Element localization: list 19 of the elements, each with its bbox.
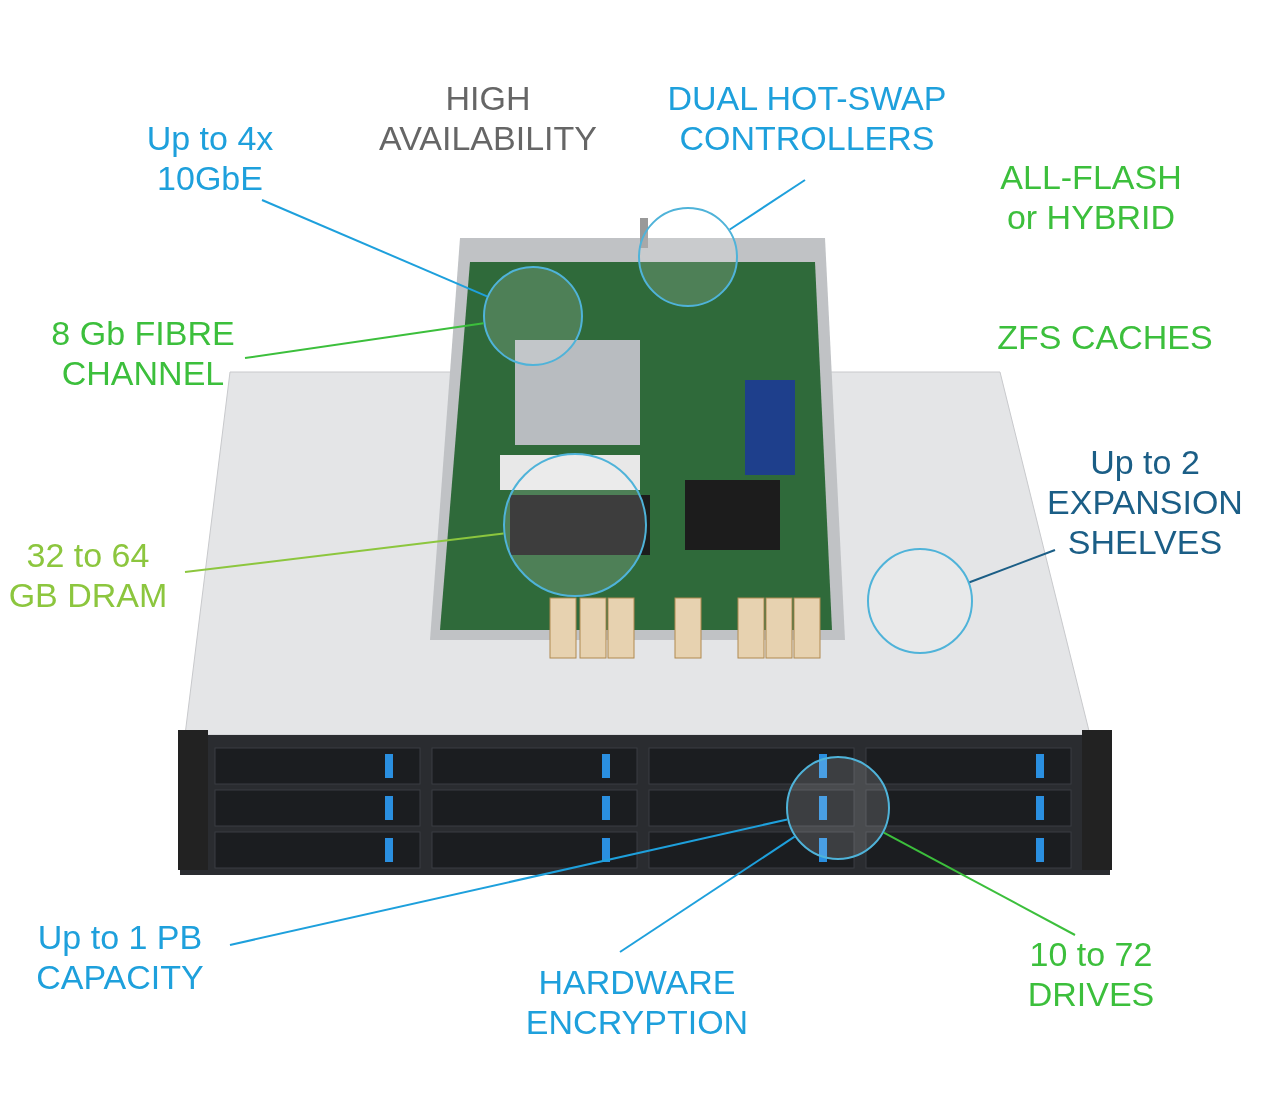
leader-line [968,549,1056,584]
callout-text: 10 to 72 DRIVES [986,934,1196,1014]
leader-line [184,532,505,573]
callout-text: Up to 1 PB CAPACITY [5,917,235,997]
callout-text: Up to 4x 10GbE [95,118,325,198]
leader-line [728,179,806,231]
callout-text: 32 to 64 GB DRAM [0,535,176,615]
feature-label: ALL-FLASH or HYBRID [999,157,1183,237]
leader-line [244,322,485,359]
feature-label: HIGH AVAILABILITY [378,78,598,158]
callout-text: Up to 2 EXPANSION SHELVES [1020,442,1270,562]
feature-label: ZFS CACHES [996,317,1214,357]
callout-text: DUAL HOT-SWAP CONTROLLERS [637,78,977,158]
leader-line [619,835,796,953]
leader-line [229,818,789,946]
callout-text: 8 Gb FIBRE CHANNEL [18,313,268,393]
callout-text: HARDWARE ENCRYPTION [502,962,772,1042]
leader-line [261,199,489,298]
leader-line [882,831,1076,936]
